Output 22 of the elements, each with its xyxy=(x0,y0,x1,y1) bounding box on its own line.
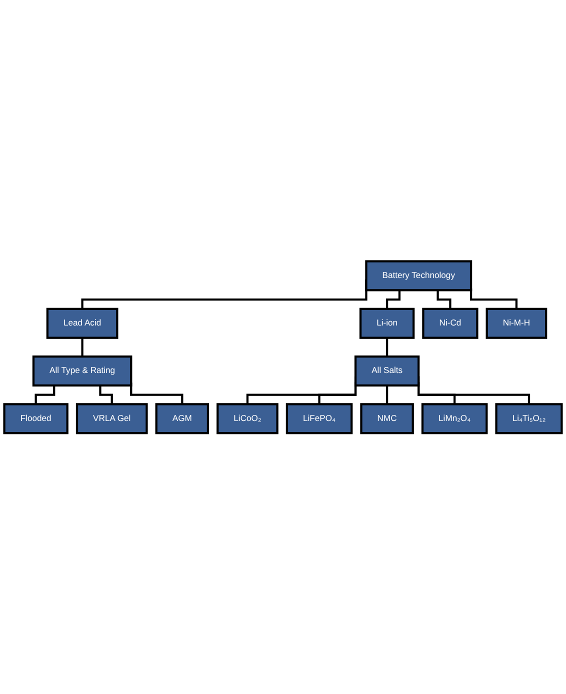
connector xyxy=(34,385,56,406)
node-box: All Type & Rating xyxy=(32,355,132,386)
node-box: Li-ion xyxy=(359,308,415,339)
node-box: VRLA Gel xyxy=(76,402,148,434)
node-box: Battery Technology xyxy=(365,260,472,292)
connector xyxy=(386,290,401,310)
node-box: All Salts xyxy=(354,355,420,386)
node-box: Ni-M-H xyxy=(486,308,548,339)
connector xyxy=(436,290,452,310)
connector xyxy=(386,338,388,358)
node-box: Ni-Cd xyxy=(422,308,478,339)
node-box: LiMn₂O₄ xyxy=(421,402,488,434)
node-box: AGM xyxy=(155,402,210,434)
connector xyxy=(386,385,388,406)
node-box: Flooded xyxy=(3,402,68,434)
node-box: Lead Acid xyxy=(46,308,118,339)
connector xyxy=(81,338,84,358)
node-box: Li₄Ti₅O₁₂ xyxy=(495,402,563,434)
node-box: LiCoO₂ xyxy=(216,402,278,434)
node-box: LiFePO₄ xyxy=(286,402,353,434)
node-box: NMC xyxy=(360,402,414,434)
connector xyxy=(99,385,113,406)
